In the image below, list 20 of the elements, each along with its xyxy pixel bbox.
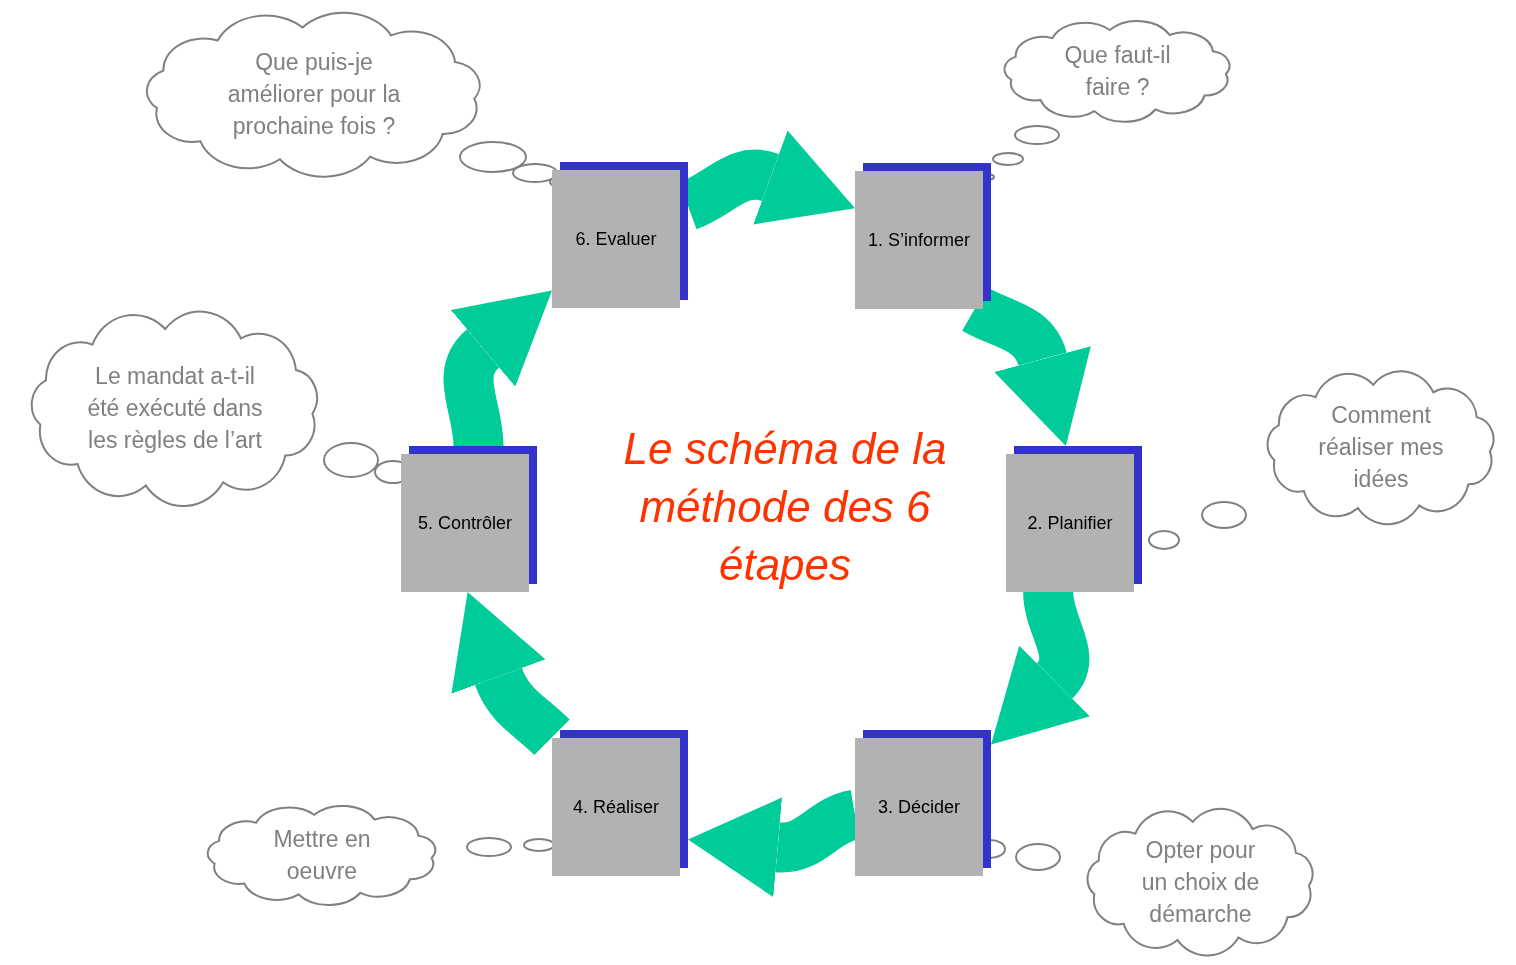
diagram-title: Le schéma de la méthode des 6 étapes: [622, 423, 948, 591]
cloud-text: Opter pour un choix de démarche: [1140, 835, 1261, 929]
step-box: [401, 446, 537, 592]
step-label: 6. Evaluer: [575, 227, 657, 251]
curved-arrow: [452, 593, 570, 756]
step-label: 1. S’informer: [867, 228, 970, 252]
step-label: 5. Contrôler: [417, 511, 512, 535]
step-box: [552, 162, 688, 308]
cloud-text: Mettre en oeuvre: [272, 825, 372, 886]
step-box: [1006, 446, 1142, 592]
cloud-text: Que faut-il faire ?: [1063, 41, 1172, 102]
cloud-text: Que puis-je améliorer pour la prochaine fois ?: [226, 48, 402, 141]
step-label: 3. Décider: [877, 795, 960, 819]
step-box: [855, 163, 991, 309]
cloud-text: Le mandat a-t-il été exécuté dans les règles de l’art: [86, 362, 264, 455]
step-box: [552, 730, 688, 876]
step-box: [855, 730, 991, 876]
step-label: 4. Réaliser: [572, 795, 659, 819]
step-label: 2. Planifier: [1027, 511, 1113, 535]
cloud-text: Comment réaliser mes idées: [1317, 401, 1445, 494]
